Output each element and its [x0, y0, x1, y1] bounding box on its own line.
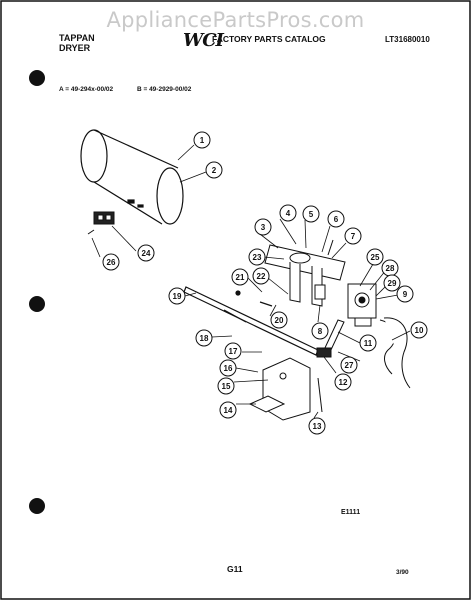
callout-21: 21 [231, 268, 249, 286]
callout-10: 10 [410, 321, 428, 339]
callout-19: 19 [168, 287, 186, 305]
callout-25: 25 [366, 248, 384, 266]
binder-hole-top [29, 70, 45, 86]
watermark: AppliancePartsPros.com [106, 8, 365, 32]
callout-label: 24 [142, 249, 151, 258]
callout-5: 5 [302, 205, 320, 223]
callout-label: 22 [257, 272, 266, 281]
bracket-illustration [248, 357, 323, 421]
callout-label: 7 [351, 232, 356, 241]
callout-2: 2 [205, 161, 223, 179]
callout-label: 2 [212, 166, 217, 175]
callout-label: 18 [200, 334, 209, 343]
terminal-block-illustration [87, 211, 115, 235]
callout-label: 28 [386, 264, 395, 273]
burner-rod-illustration [183, 286, 319, 356]
callout-label: 9 [403, 290, 408, 299]
callout-15: 15 [217, 377, 235, 395]
callout-7: 7 [344, 227, 362, 245]
binder-hole-bottom [29, 498, 45, 514]
callout-label: 3 [261, 223, 266, 232]
callout-27: 27 [340, 356, 358, 374]
callout-8: 8 [311, 322, 329, 340]
callout-group: 1 2 3 4 5 6 7 8 9 10 11 12 13 14 15 16 1… [102, 131, 428, 435]
callout-6: 6 [327, 210, 345, 228]
callout-26: 26 [102, 253, 120, 271]
callout-label: 19 [173, 292, 182, 301]
callout-label: 4 [286, 209, 291, 218]
callout-28: 28 [381, 259, 399, 277]
callout-label: 15 [222, 382, 231, 391]
appliance-type: DRYER [59, 43, 91, 53]
callout-label: 13 [313, 422, 322, 431]
callout-label: 25 [371, 253, 380, 262]
callout-11: 11 [359, 334, 377, 352]
callout-16: 16 [219, 359, 237, 377]
callout-24: 24 [137, 244, 155, 262]
page-number: G11 [227, 564, 243, 574]
callout-29: 29 [383, 274, 401, 292]
brand-name: TAPPAN [59, 33, 95, 43]
callout-label: 26 [107, 258, 116, 267]
catalog-title: FACTORY PARTS CATALOG [212, 34, 326, 44]
wci-logo: WCI [183, 30, 224, 51]
model-list: A = 49-294x-00/02 B = 49-2929-00/02 [59, 86, 213, 93]
binder-hole-middle [29, 296, 45, 312]
revision-date: 3/90 [396, 569, 409, 576]
diagram-code: E1111 [341, 509, 361, 516]
gas-valve-illustration [347, 283, 411, 389]
callout-label: 29 [388, 279, 397, 288]
callout-label: 11 [364, 339, 373, 348]
callout-14: 14 [219, 401, 237, 419]
callout-label: 20 [275, 316, 284, 325]
brand-block: TAPPAN DRYER [59, 33, 95, 53]
callout-label: 5 [309, 210, 314, 219]
leader-lines [91, 144, 411, 419]
callout-4: 4 [279, 204, 297, 222]
callout-label: 10 [415, 326, 424, 335]
callout-1: 1 [193, 131, 211, 149]
callout-label: 8 [318, 327, 323, 336]
callout-17: 17 [224, 342, 242, 360]
callout-label: 21 [236, 273, 245, 282]
model-b: B = 49-2929-00/02 [136, 86, 192, 93]
callout-label: 23 [253, 253, 262, 262]
callout-9: 9 [396, 285, 414, 303]
callout-3: 3 [254, 218, 272, 236]
model-a: A = 49-294x-00/02 [59, 86, 114, 93]
drum-illustration [80, 129, 184, 225]
callout-label: 14 [224, 406, 233, 415]
callout-label: 12 [339, 378, 348, 387]
callout-20: 20 [270, 311, 288, 329]
callout-22: 22 [252, 267, 270, 285]
callout-13: 13 [308, 417, 326, 435]
callout-12: 12 [334, 373, 352, 391]
callout-18: 18 [195, 329, 213, 347]
catalog-number: LT31680010 [385, 35, 430, 44]
callout-label: 16 [224, 364, 233, 373]
callout-label: 17 [229, 347, 238, 356]
callout-label: 1 [200, 136, 205, 145]
burner-assembly-illustration [264, 239, 346, 307]
callout-label: 6 [334, 215, 339, 224]
callout-23: 23 [248, 248, 266, 266]
callout-label: 27 [345, 361, 354, 370]
